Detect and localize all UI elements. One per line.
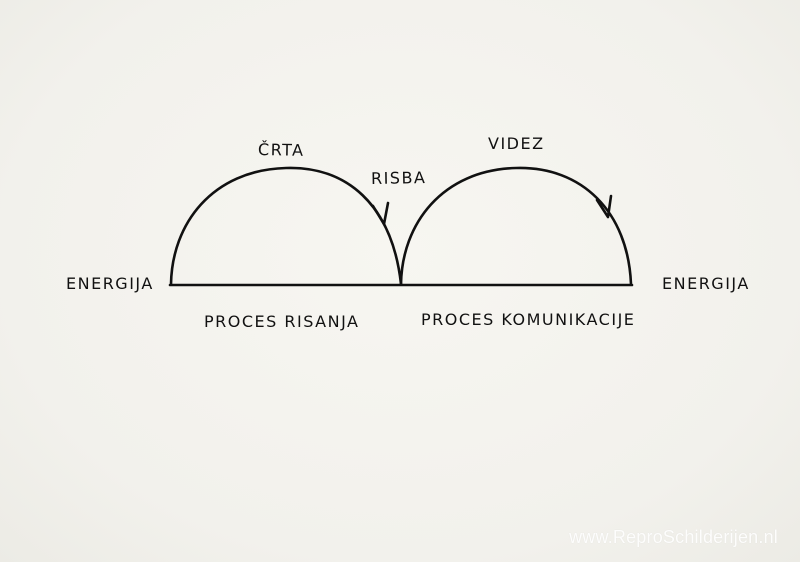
watermark: www.ReproSchilderijen.nl xyxy=(569,527,778,547)
right-arrowhead xyxy=(595,194,613,219)
energy-left-label: ENERGIJA xyxy=(66,274,154,293)
drawing-process-label: PROCES RISANJA xyxy=(204,312,360,331)
left-arrowhead xyxy=(371,201,390,226)
communication-process-label: PROCES KOMUNIKACIJE xyxy=(421,310,636,329)
energy-right-label: ENERGIJA xyxy=(662,274,750,293)
line-label: ČRTA xyxy=(257,140,305,160)
right-arc xyxy=(399,166,633,286)
appearance-label: VIDEZ xyxy=(488,134,545,153)
left-arc xyxy=(169,166,403,286)
drawing-label: RISBA xyxy=(370,168,427,188)
